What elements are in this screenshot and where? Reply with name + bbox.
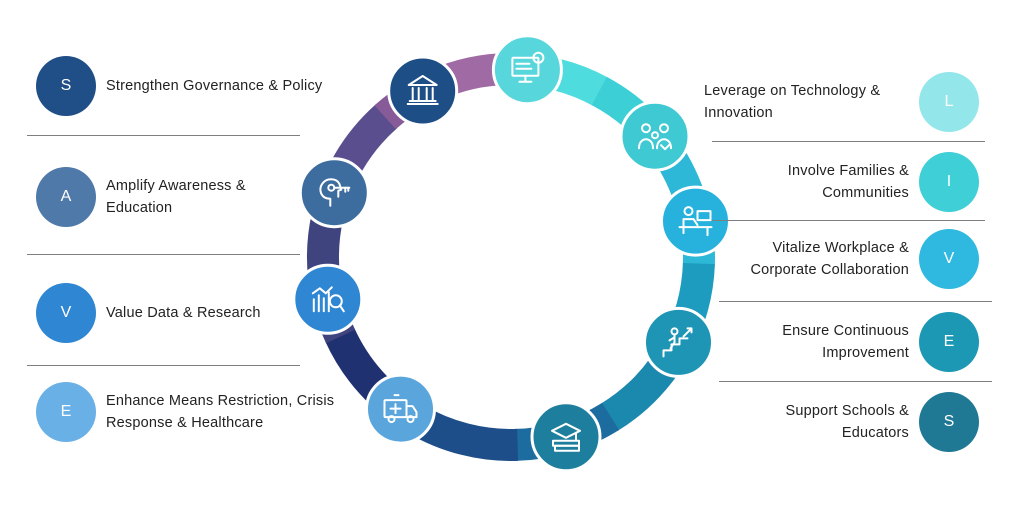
divider	[27, 135, 300, 136]
left-item-crisis: E Enhance Means Restriction, Crisis Resp…	[36, 382, 336, 442]
left-item-awareness: A Amplify Awareness & Education	[36, 167, 281, 227]
data-analysis-icon	[292, 263, 364, 335]
divider	[712, 141, 985, 142]
letter-badge: V	[919, 229, 979, 289]
item-label: Leverage on Technology & Innovation	[704, 83, 881, 121]
item-label: Involve Families & Communities	[787, 163, 909, 201]
government-building-icon	[387, 55, 459, 127]
right-item-schools: Support Schools & Educators S	[759, 392, 979, 452]
mind-key-icon	[298, 157, 370, 229]
ambulance-icon	[365, 373, 436, 445]
letter-badge: E	[36, 382, 96, 442]
right-item-technology: Leverage on Technology & Innovation L	[704, 72, 979, 132]
item-label: Value Data & Research	[106, 305, 261, 321]
ring-icon-group	[292, 34, 731, 473]
letter-badge: S	[919, 392, 979, 452]
item-label: Vitalize Workplace & Corporate Collabora…	[750, 240, 909, 278]
divider	[27, 254, 300, 255]
left-item-governance: S Strengthen Governance & Policy	[36, 56, 356, 116]
graduation-books-icon	[530, 401, 602, 473]
item-label: Ensure Continuous Improvement	[782, 323, 909, 361]
divider	[712, 220, 985, 221]
item-label: Amplify Awareness & Education	[106, 178, 246, 216]
family-icon	[619, 100, 691, 172]
right-item-workplace: Vitalize Workplace & Corporate Collabora…	[719, 229, 979, 289]
letter-badge: V	[36, 283, 96, 343]
computer-settings-icon	[491, 34, 563, 106]
letter-badge: A	[36, 167, 96, 227]
workstation-icon	[660, 185, 731, 257]
letter-badge: S	[36, 56, 96, 116]
right-item-improvement: Ensure Continuous Improvement E	[759, 312, 979, 372]
item-label: Enhance Means Restriction, Crisis Respon…	[106, 393, 335, 431]
left-item-data: V Value Data & Research	[36, 283, 306, 343]
divider	[719, 381, 992, 382]
letter-badge: I	[919, 152, 979, 212]
letter-badge: E	[919, 312, 979, 372]
divider	[27, 365, 300, 366]
climbing-stairs-icon	[643, 306, 714, 378]
item-label: Support Schools & Educators	[785, 403, 909, 441]
divider	[719, 301, 992, 302]
right-item-families: Involve Families & Communities I	[759, 152, 979, 212]
item-label: Strengthen Governance & Policy	[106, 78, 323, 94]
letter-badge: L	[919, 72, 979, 132]
